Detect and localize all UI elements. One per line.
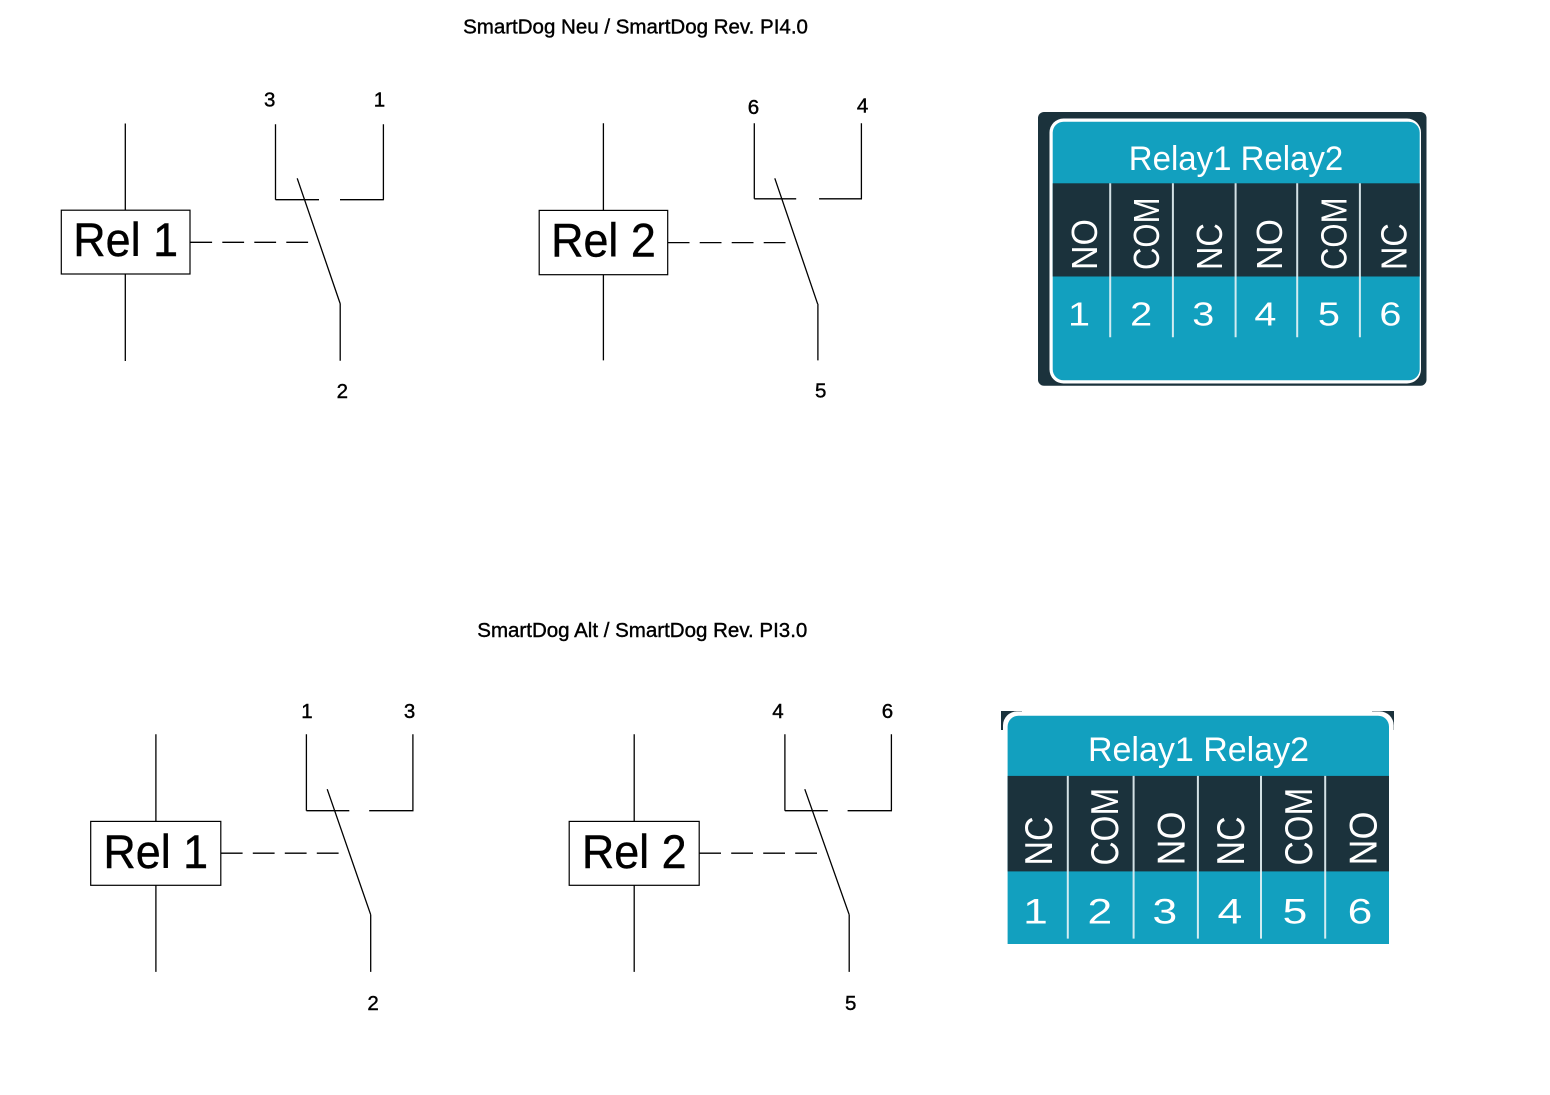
svg-text:2: 2: [1087, 892, 1112, 932]
svg-text:1: 1: [1023, 892, 1048, 932]
svg-text:4: 4: [772, 700, 783, 723]
svg-text:Relay1 Relay2: Relay1 Relay2: [1129, 141, 1343, 179]
svg-text:NO: NO: [1149, 812, 1193, 866]
svg-text:4: 4: [1217, 892, 1242, 932]
svg-text:NC: NC: [1375, 223, 1415, 270]
svg-text:6: 6: [748, 96, 759, 119]
svg-text:NO: NO: [1341, 812, 1385, 866]
svg-text:6: 6: [1348, 892, 1373, 932]
svg-text:3: 3: [1152, 892, 1177, 932]
svg-text:5: 5: [845, 992, 856, 1015]
svg-text:COM: COM: [1128, 198, 1168, 270]
svg-text:COM: COM: [1276, 788, 1320, 866]
svg-text:1: 1: [374, 89, 385, 112]
svg-text:NO: NO: [1250, 219, 1290, 270]
svg-text:COM: COM: [1315, 198, 1355, 270]
svg-text:1: 1: [301, 700, 312, 723]
svg-text:5: 5: [1318, 296, 1340, 333]
svg-text:COM: COM: [1083, 788, 1127, 866]
svg-text:Rel 1: Rel 1: [103, 825, 208, 878]
svg-text:3: 3: [264, 89, 275, 112]
svg-text:Rel 1: Rel 1: [73, 213, 178, 266]
svg-text:Relay1 Relay2: Relay1 Relay2: [1088, 731, 1309, 769]
svg-text:2: 2: [1130, 296, 1152, 333]
svg-text:1: 1: [1068, 296, 1090, 333]
svg-text:6: 6: [882, 700, 893, 723]
svg-text:Rel 2: Rel 2: [551, 213, 656, 266]
svg-text:Rel 2: Rel 2: [582, 825, 687, 878]
svg-text:3: 3: [1192, 296, 1214, 333]
svg-text:3: 3: [404, 700, 415, 723]
svg-text:NC: NC: [1190, 223, 1230, 270]
svg-text:5: 5: [1283, 892, 1308, 932]
svg-text:4: 4: [1254, 296, 1276, 333]
svg-text:2: 2: [367, 992, 378, 1015]
svg-text:NC: NC: [1017, 816, 1061, 865]
svg-text:6: 6: [1379, 296, 1401, 333]
svg-text:SmartDog Alt / SmartDog Rev. P: SmartDog Alt / SmartDog Rev. PI3.0: [477, 619, 807, 642]
svg-text:SmartDog Neu / SmartDog Rev. P: SmartDog Neu / SmartDog Rev. PI4.0: [463, 16, 808, 39]
svg-text:NC: NC: [1209, 816, 1253, 865]
svg-text:NO: NO: [1065, 219, 1105, 270]
svg-text:5: 5: [815, 379, 826, 402]
svg-text:2: 2: [337, 380, 348, 403]
svg-text:4: 4: [857, 95, 868, 118]
